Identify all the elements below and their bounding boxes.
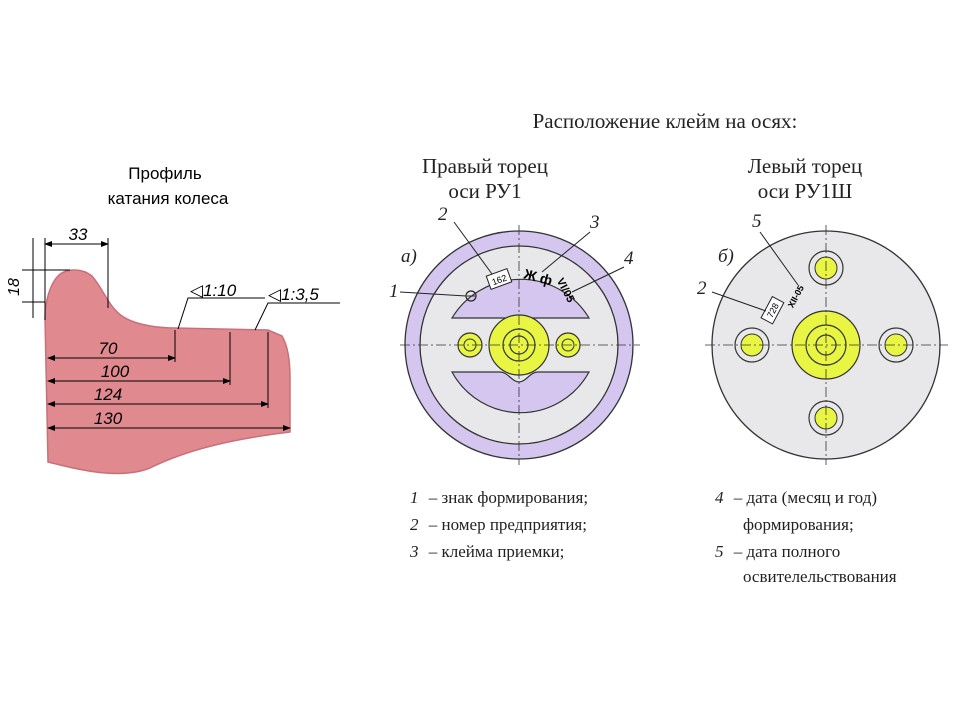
legend-right: 4 – дата (месяц и год) формирования; 5 –… <box>715 488 897 586</box>
right-callout-2: 2 <box>438 204 448 225</box>
svg-text:3 – клейма приемки;: 3 – клейма приемки; <box>409 542 564 561</box>
dim-100-label: 100 <box>101 362 130 381</box>
wheel-profile: Профиль катания колеса 33 18 ◁1:10 ◁1:3,… <box>6 164 340 475</box>
dim-130-label: 130 <box>94 409 123 428</box>
right-callout-3: 3 <box>589 212 600 233</box>
legend-text: – дата (месяц и год) <box>733 488 877 507</box>
right-callout-leaders <box>399 221 625 297</box>
legend-text: – номер предприятия; <box>428 515 587 534</box>
legend-left: 1 – знак формирования; 2 – номер предпри… <box>409 488 588 561</box>
legend-num: 2 <box>410 515 419 534</box>
dim-33-label: 33 <box>69 225 88 244</box>
legend: 1 – знак формирования; 2 – номер предпри… <box>409 488 897 586</box>
dimension-18 <box>22 238 70 318</box>
svg-text:5 – дата полного: 5 – дата полного <box>715 542 840 561</box>
right-axle-end: Правый торец оси РУ1 а) 162 Ж ф VI/05 <box>389 154 640 465</box>
left-axle-title-line2: оси РУ1Ш <box>758 179 853 203</box>
left-axle-end: Левый торец оси РУ1Ш б) 728 XII-05 <box>697 154 948 465</box>
left-callout-5: 5 <box>752 211 762 232</box>
right-bottom-segment <box>450 371 591 414</box>
legend-text: освителельствования <box>743 567 897 586</box>
legend-text: – дата полного <box>733 542 840 561</box>
taper-1-10: ◁1:10 <box>190 281 237 300</box>
left-center-lines <box>705 225 948 465</box>
profile-title-line1: Профиль <box>128 164 202 183</box>
horizontal-dimensions <box>47 330 291 431</box>
profile-title-line2: катания колеса <box>108 189 229 208</box>
dim-124-label: 124 <box>94 385 122 404</box>
left-bolt-holes <box>734 250 914 436</box>
left-callout-2: 2 <box>697 278 707 299</box>
axles-heading: Расположение клейм на осях: <box>533 109 798 133</box>
left-axle-tag: б) <box>718 246 734 267</box>
legend-num: 1 <box>410 488 419 507</box>
stamp-number-box <box>485 268 513 290</box>
right-center-lines <box>400 225 640 465</box>
legend-num: 5 <box>715 542 724 561</box>
stamp-number: 162 <box>491 273 509 288</box>
legend-text: формирования; <box>743 515 854 534</box>
right-axle-title-line2: оси РУ1 <box>448 179 521 203</box>
right-callout-1: 1 <box>389 281 399 302</box>
svg-text:4 – дата (месяц и год): 4 – дата (месяц и год) <box>715 488 877 507</box>
taper-1-3-5: ◁1:3,5 <box>268 285 319 304</box>
legend-text: – клейма приемки; <box>428 542 565 561</box>
stamp-accept: Ж ф <box>521 265 554 288</box>
left-axle-title-line1: Левый торец <box>748 154 862 178</box>
legend-text: – знак формирования; <box>428 488 588 507</box>
dimension-33 <box>44 238 109 320</box>
right-axle-tag: а) <box>401 246 417 267</box>
profile-shape <box>44 269 291 475</box>
right-axle-title-line1: Правый торец <box>422 154 548 178</box>
dim-18-label: 18 <box>6 278 23 296</box>
stamp-number-box-left <box>760 295 785 325</box>
right-callout-4: 4 <box>624 248 634 269</box>
svg-text:2 – номер предприятия;: 2 – номер предприятия; <box>410 515 587 534</box>
legend-num: 4 <box>715 488 724 507</box>
left-callout-leaders <box>711 231 799 312</box>
dim-70-label: 70 <box>99 339 118 358</box>
taper-leaders <box>177 297 340 331</box>
legend-num: 3 <box>409 542 419 561</box>
svg-text:1 – знак формирования;: 1 – знак формирования; <box>410 488 588 507</box>
